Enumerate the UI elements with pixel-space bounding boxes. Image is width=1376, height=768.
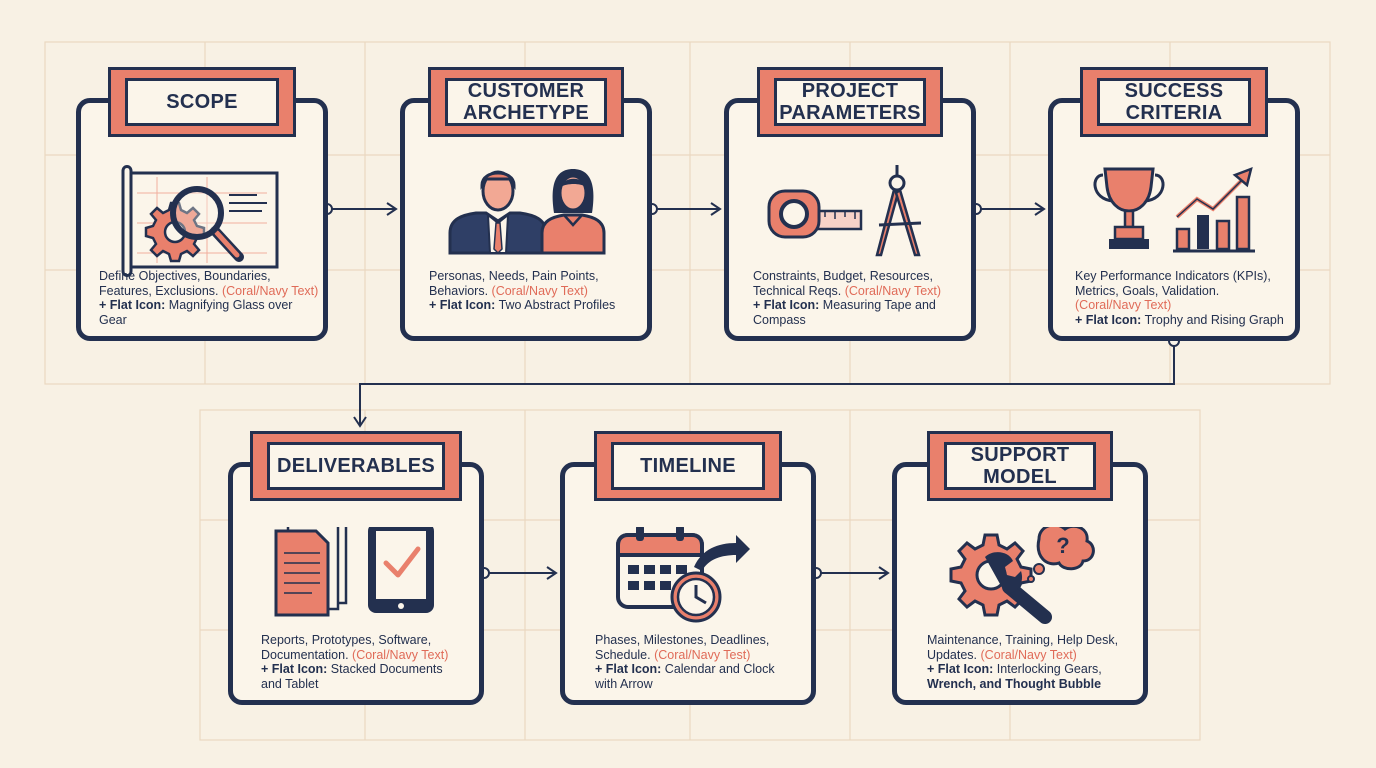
card-description: Key Performance Indicators (KPIs), Metri… [1075,269,1284,327]
card-deliverables: DELIVERABLES Reports, Prototypes, Softwa… [228,431,484,705]
card-description: Define Objectives, Boundaries, Features,… [99,269,319,327]
card-title: SUPPORT MODEL [944,442,1096,490]
title-banner: SCOPE [108,67,296,137]
card-support-model: SUPPORT MODEL ? Maintenance, Training, H… [892,431,1148,705]
card-description: Reports, Prototypes, Software, Documenta… [261,633,449,691]
two-abstract-profiles-icon [405,163,647,293]
title-banner: PROJECT PARAMETERS [757,67,943,137]
card-description: Maintenance, Training, Help Desk, Update… [927,633,1119,691]
card-description: Personas, Needs, Pain Points, Behaviors.… [429,269,616,312]
card-title: PROJECT PARAMETERS [774,78,926,126]
card-description: Phases, Milestones, Deadlines, Schedule.… [595,633,775,691]
title-banner: CUSTOMER ARCHETYPE [428,67,624,137]
stacked-documents-and-tablet-icon [233,527,479,657]
calendar-and-clock-with-arrow-icon [565,527,811,657]
measuring-tape-and-compass-icon [729,163,971,293]
title-banner: DELIVERABLES [250,431,462,501]
interlocking-gears-wrench-thought-bubble-icon: ? [897,527,1143,657]
card-project-parameters: PROJECT PARAMETERS Constraints, Budget, … [724,67,976,341]
svg-text:?: ? [1056,533,1069,558]
card-success-criteria: SUCCESS CRITERIA Key Performance Indicat… [1048,67,1300,341]
title-banner: SUCCESS CRITERIA [1080,67,1268,137]
card-scope: SCOPE Define Objectives, Boundaries, Fea… [76,67,328,341]
title-banner: SUPPORT MODEL [927,431,1113,501]
card-title: SCOPE [125,78,279,126]
card-title: TIMELINE [611,442,765,490]
magnifying-glass-over-gear-icon [81,163,323,293]
trophy-and-rising-graph-icon [1053,163,1295,293]
card-customer-archetype: CUSTOMER ARCHETYPE Personas, Needs, Pain… [400,67,652,341]
card-title: SUCCESS CRITERIA [1097,78,1251,126]
card-title: DELIVERABLES [267,442,445,490]
card-title: CUSTOMER ARCHETYPE [445,78,607,126]
card-description: Constraints, Budget, Resources, Technica… [753,269,942,327]
card-timeline: TIMELINE Phases, Milestones, Deadlines, … [560,431,816,705]
title-banner: TIMELINE [594,431,782,501]
